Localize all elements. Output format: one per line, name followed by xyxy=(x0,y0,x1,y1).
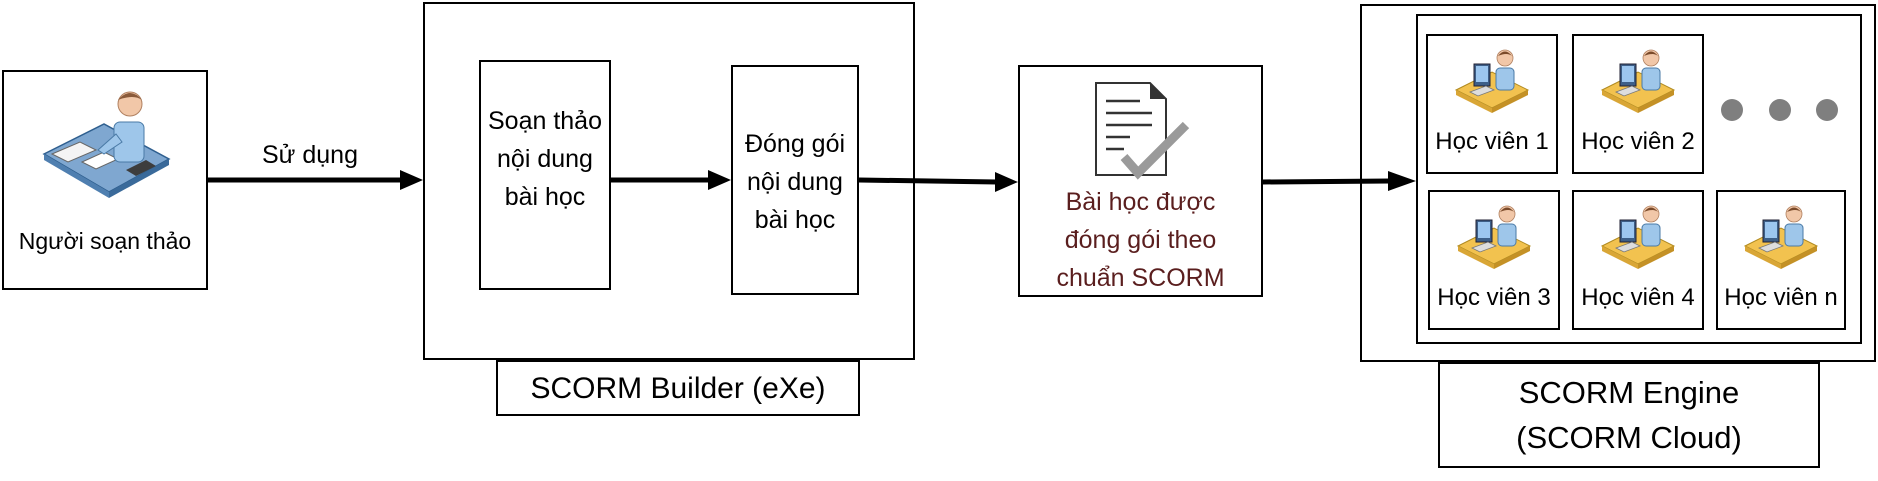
learner-card: Học viên n xyxy=(1716,190,1846,330)
engine-caption-box: SCORM Engine (SCORM Cloud) xyxy=(1438,362,1820,468)
learner-label: Học viên n xyxy=(1724,284,1838,311)
ellipsis-dot xyxy=(1721,99,1743,121)
step-package-label: Đóng gói nội dung bài học xyxy=(744,130,846,234)
builder-caption-box: SCORM Builder (eXe) xyxy=(496,360,860,416)
learner-label: Học viên 1 xyxy=(1435,128,1549,155)
author-box: Người soạn thảo xyxy=(2,70,208,290)
learner-label: Học viên 2 xyxy=(1581,128,1695,155)
student-computer-icon xyxy=(1456,205,1532,269)
person-at-desk-icon xyxy=(42,91,171,198)
uses-label: Sử dụng xyxy=(262,141,358,169)
step-package-box: Đóng gói nội dung bài học xyxy=(731,65,859,295)
learner-card: Học viên 2 xyxy=(1572,34,1704,174)
learner-card: Học viên 3 xyxy=(1428,190,1560,330)
learner-label: Học viên 4 xyxy=(1581,284,1695,311)
engine-caption-line1: SCORM Engine xyxy=(1518,375,1740,410)
scorm-package-label: Bài học được đóng gói theo chuẩn SCORM xyxy=(1056,188,1225,292)
checked-document-icon xyxy=(1095,82,1190,180)
learner-label: Học viên 3 xyxy=(1437,284,1551,311)
student-computer-icon xyxy=(1600,49,1676,113)
step-edit-label: Soạn thảo nội dung bài học xyxy=(488,107,602,211)
step-edit-box: Soạn thảo nội dung bài học xyxy=(479,60,611,290)
ellipsis-dot xyxy=(1769,99,1791,121)
learner-card: Học viên 1 xyxy=(1426,34,1558,174)
ellipsis-dot xyxy=(1816,99,1838,121)
learner-card: Học viên 4 xyxy=(1572,190,1704,330)
arrow-author-to-builder xyxy=(208,170,423,190)
engine-caption-line2: (SCORM Cloud) xyxy=(1516,420,1742,455)
author-label: Người soạn thảo xyxy=(18,228,192,254)
student-computer-icon xyxy=(1743,205,1819,269)
student-computer-icon xyxy=(1454,49,1530,113)
builder-caption: SCORM Builder (eXe) xyxy=(530,372,826,405)
scorm-package-box: Bài học được đóng gói theo chuẩn SCORM xyxy=(1018,65,1263,297)
student-computer-icon xyxy=(1600,205,1676,269)
